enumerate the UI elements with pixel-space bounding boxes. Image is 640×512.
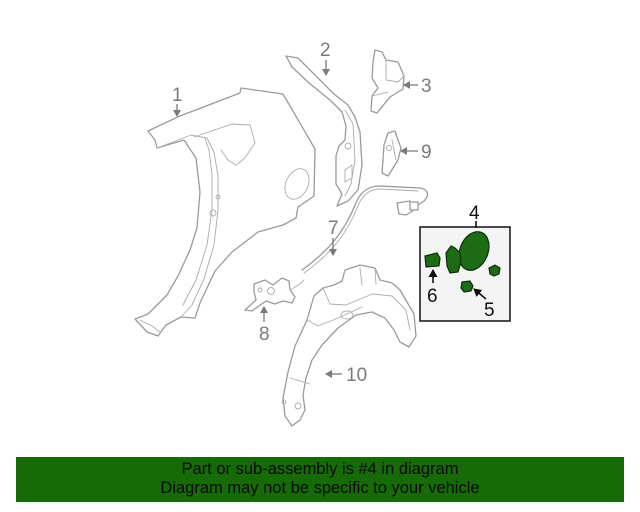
hinge-part (445, 245, 462, 274)
svg-text:6: 6 (427, 286, 438, 307)
part-9-bracket[interactable] (381, 130, 402, 177)
callout-8: 8 (259, 306, 270, 345)
bumper-part-5 (460, 280, 474, 293)
banner-line-part: Part or sub-assembly is #4 in diagram (181, 460, 459, 478)
part-info-banner: Part or sub-assembly is #4 in diagram Di… (16, 457, 624, 502)
svg-text:4: 4 (469, 203, 480, 224)
svg-text:2: 2 (320, 40, 331, 61)
svg-text:1: 1 (172, 85, 183, 106)
callout-1: 1 (172, 85, 183, 117)
part-3-upper-bracket[interactable] (370, 49, 405, 114)
parts-diagram: 1 2 3 9 7 (134, 40, 511, 427)
part-1-quarter-panel[interactable] (134, 87, 316, 337)
svg-text:8: 8 (259, 324, 270, 345)
svg-text:5: 5 (484, 300, 495, 321)
callout-5: 5 (473, 288, 495, 321)
callout-10: 10 (325, 365, 367, 386)
part-2-pillar-reinforcement[interactable] (285, 55, 363, 207)
svg-text:3: 3 (421, 76, 432, 97)
callout-3: 3 (403, 76, 432, 97)
svg-text:7: 7 (328, 218, 339, 239)
callout-6: 6 (427, 269, 438, 307)
screw-part (488, 264, 501, 277)
callout-2: 2 (320, 40, 331, 76)
svg-text:10: 10 (346, 365, 367, 386)
callout-9: 9 (400, 142, 432, 163)
clip-part-6 (424, 252, 441, 268)
part-10-wheelhouse-liner[interactable] (281, 264, 417, 427)
part-8-latch[interactable] (244, 277, 305, 312)
svg-text:9: 9 (421, 142, 432, 163)
callout-4: 4 (469, 203, 480, 228)
banner-line-disclaimer: Diagram may not be specific to your vehi… (160, 479, 480, 497)
fuel-door-part (458, 231, 490, 271)
part-7-release-cable[interactable] (301, 185, 429, 274)
callout-7: 7 (328, 218, 339, 256)
